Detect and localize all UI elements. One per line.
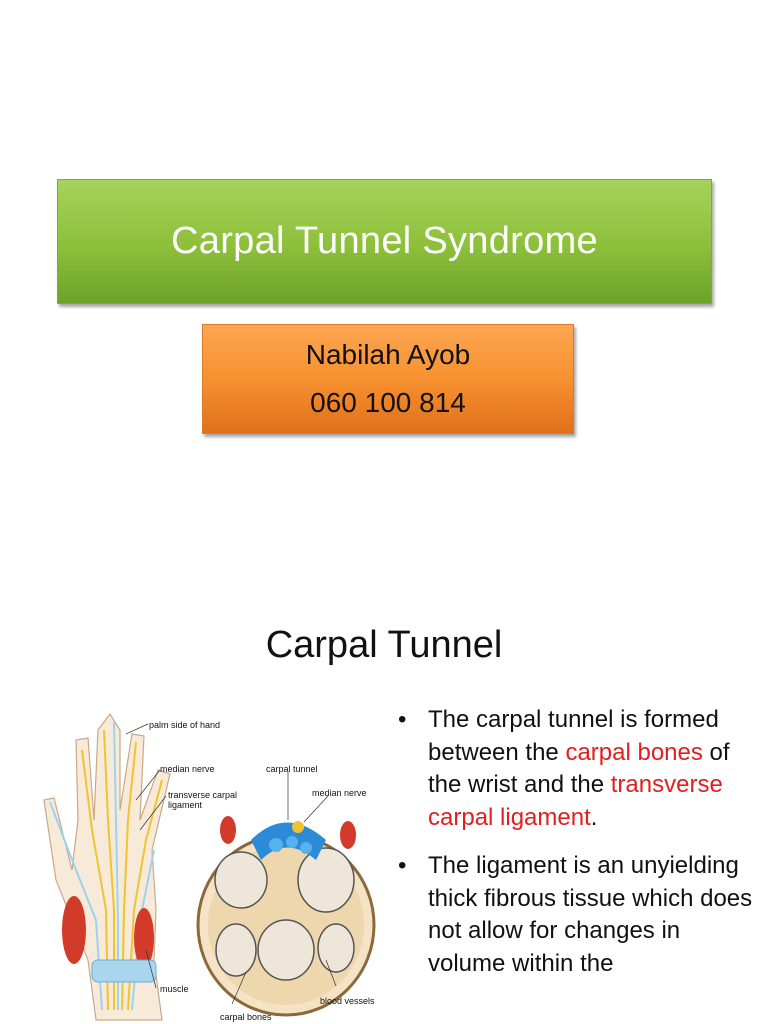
label-transverse-carpal: transverse carpal: [168, 790, 237, 800]
label-median-nerve: median nerve: [160, 764, 215, 774]
student-id: 060 100 814: [310, 387, 466, 418]
hand-illustration: [43, 712, 171, 1021]
bullet-item-1: • The carpal tunnel is formed between th…: [398, 704, 758, 834]
leader-lines: [125, 723, 337, 1005]
bullet1-text-1: The carpal tunnel is formed between the: [428, 706, 719, 766]
bullet2-text: The ligament is an unyielding thick fibr…: [428, 852, 753, 977]
bullet-marker: •: [398, 852, 407, 879]
slide-title: Carpal Tunnel Syndrome: [171, 220, 598, 262]
label-muscle: muscle: [160, 984, 189, 994]
author-name: Nabilah Ayob: [305, 339, 471, 370]
label-ligament: ligament: [168, 800, 203, 810]
title-slide: Carpal Tunnel Syndrome Nabilah Ayob 060 …: [57, 179, 712, 434]
slide-heading: Carpal Tunnel: [265, 624, 503, 666]
cross-section-illustration: [196, 816, 376, 1017]
label-median-nerve-2: median nerve: [312, 788, 367, 798]
content-slide: Carpal Tunnel: [0, 576, 768, 1024]
bullet1-highlight-ligament: transverse carpal ligament: [428, 771, 723, 831]
title-box: Carpal Tunnel Syndrome: [57, 179, 712, 304]
bullet-item-2: • The ligament is an unyielding thick fi…: [398, 850, 758, 980]
label-carpal-tunnel: carpal tunnel: [266, 764, 318, 774]
bullet1-highlight-carpal-bones: carpal bones: [565, 738, 703, 766]
bullet-list: • The carpal tunnel is formed between th…: [398, 704, 758, 996]
label-carpal-bones: carpal bones: [220, 1012, 272, 1022]
label-blood-vessels: blood vessels: [320, 996, 375, 1006]
bullet1-text-2: of the wrist and the: [428, 738, 730, 799]
bullet-marker: •: [398, 706, 407, 733]
label-palm-side: palm side of hand: [149, 720, 220, 730]
subtitle-box: Nabilah Ayob 060 100 814: [202, 324, 574, 434]
carpal-tunnel-diagram: palm side of hand median nerve carpal tu…: [43, 712, 376, 1022]
bullet1-text-3: .: [590, 803, 598, 831]
